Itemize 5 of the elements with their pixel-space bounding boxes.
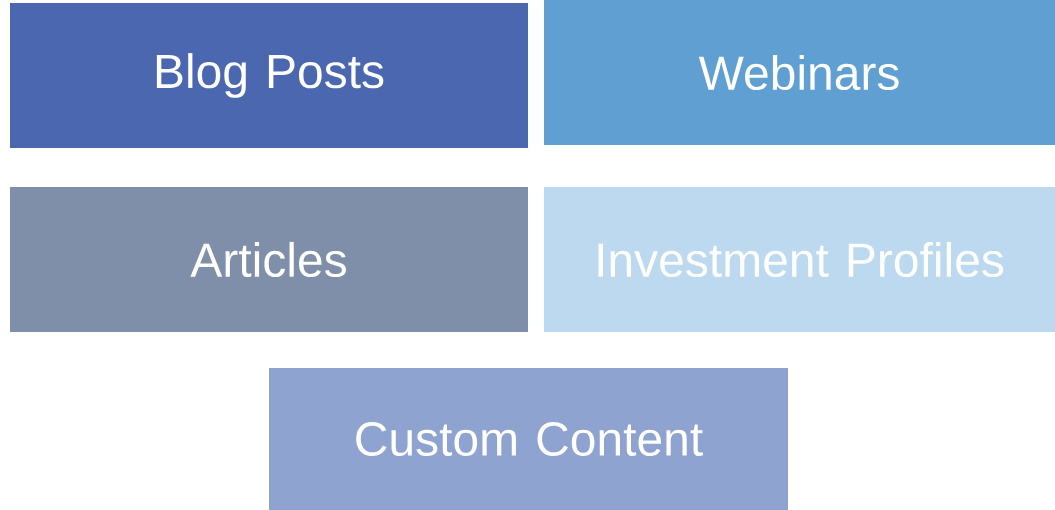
category-box: Webinars (544, 0, 1055, 145)
category-box: Blog Posts (10, 3, 528, 148)
category-box: Custom Content (269, 368, 788, 510)
category-box: Investment Profiles (544, 187, 1055, 332)
category-box: Articles (10, 187, 528, 332)
